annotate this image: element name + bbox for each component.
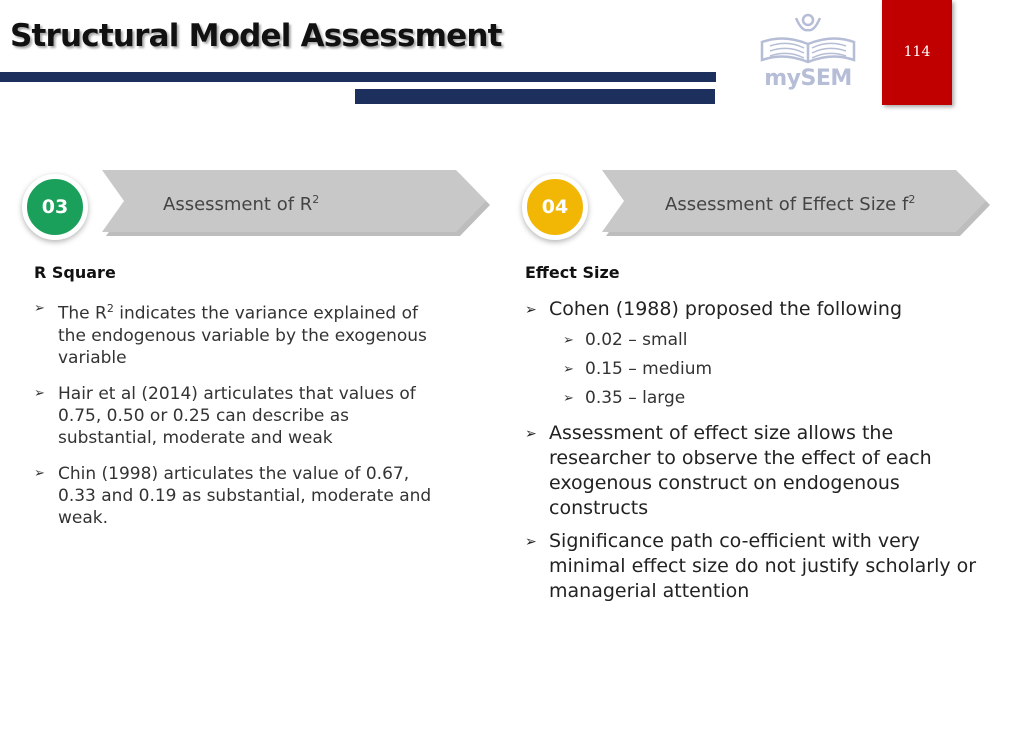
arrow-bullet-icon: ➢ — [525, 534, 537, 550]
section-heading-r-square: R Square — [34, 263, 116, 282]
open-book-icon — [760, 13, 856, 64]
arrow-bullet-icon: ➢ — [563, 391, 574, 406]
list-item: ➢ Significance path co-efficient with ve… — [525, 530, 977, 602]
arrow-bullet-icon: ➢ — [34, 465, 45, 481]
chevron-arrow-icon — [102, 170, 490, 236]
arrow-bullet-icon: ➢ — [525, 302, 537, 318]
list-item: ➢ Cohen (1988) proposed the following ➢ … — [525, 297, 995, 413]
page-number-badge: 114 — [882, 0, 952, 105]
step-number: 03 — [41, 196, 69, 218]
list-item: ➢ Chin (1998) articulates the value of 0… — [34, 463, 432, 528]
list-item: ➢ 0.35 – large — [563, 384, 995, 413]
arrow-bullet-icon: ➢ — [34, 385, 45, 401]
step-label: Assessment of R2 — [163, 193, 320, 215]
r-square-bullets: ➢ The R2 indicates the variance explaine… — [34, 298, 434, 543]
logo-text: mySEM — [764, 66, 852, 91]
step-number-badge: 04 — [522, 174, 588, 240]
header-bar-top — [0, 72, 716, 82]
arrow-bullet-icon: ➢ — [525, 426, 537, 442]
list-item: ➢ Assessment of effect size allows the r… — [525, 422, 932, 519]
page-number: 114 — [903, 44, 931, 60]
step-label: Assessment of Effect Size f2 — [665, 193, 916, 215]
section-heading-effect-size: Effect Size — [525, 263, 620, 282]
effect-size-bullets: ➢ Cohen (1988) proposed the following ➢ … — [525, 297, 995, 612]
step-03: 03 Assessment of R2 — [22, 160, 498, 250]
step-number-badge: 03 — [22, 174, 88, 240]
arrow-bullet-icon: ➢ — [34, 301, 45, 316]
list-item: ➢ 0.02 – small — [563, 326, 995, 355]
arrow-bullet-icon: ➢ — [563, 362, 574, 377]
list-item: ➢ Hair et al (2014) articulates that val… — [34, 383, 416, 448]
mysem-logo: mySEM — [752, 8, 864, 100]
list-item: ➢ The R2 indicates the variance explaine… — [34, 298, 434, 369]
effect-size-thresholds: ➢ 0.02 – small ➢ 0.15 – medium ➢ 0.35 – … — [563, 326, 995, 413]
chevron-arrow-icon — [602, 170, 990, 236]
arrow-bullet-icon: ➢ — [563, 333, 574, 348]
list-item: ➢ 0.15 – medium — [563, 355, 995, 384]
step-04: 04 Assessment of Effect Size f2 — [522, 160, 998, 250]
step-number: 04 — [541, 196, 569, 218]
page-title: Structural Model Assessment — [10, 18, 502, 54]
header-bar-bottom — [355, 89, 715, 104]
